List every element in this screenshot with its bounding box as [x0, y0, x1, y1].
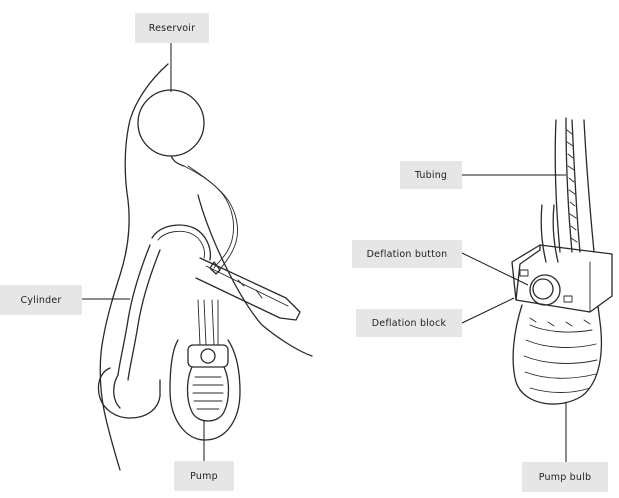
scrotum-drawing: [170, 340, 240, 440]
deflation-button-label: Deflation button: [352, 240, 462, 268]
reservoir-drawing: [138, 90, 238, 272]
deflation-block-drawing: [512, 245, 612, 312]
pump-drawing: [188, 300, 229, 421]
deflation-block-label: Deflation block: [356, 309, 462, 337]
cylinder-label: Cylinder: [0, 285, 82, 315]
pump-bulb-label: Pump bulb: [522, 462, 608, 492]
reservoir-label: Reservoir: [135, 13, 209, 43]
deflation-button-drawing: [530, 275, 560, 305]
deflation-block-leader: [462, 298, 514, 323]
leader-lines: [82, 42, 566, 462]
tubing-drawing: [541, 118, 594, 262]
tubing-label: Tubing: [400, 161, 462, 189]
pump-label: Pump: [174, 461, 234, 491]
pump-bulb-drawing: [513, 305, 601, 404]
